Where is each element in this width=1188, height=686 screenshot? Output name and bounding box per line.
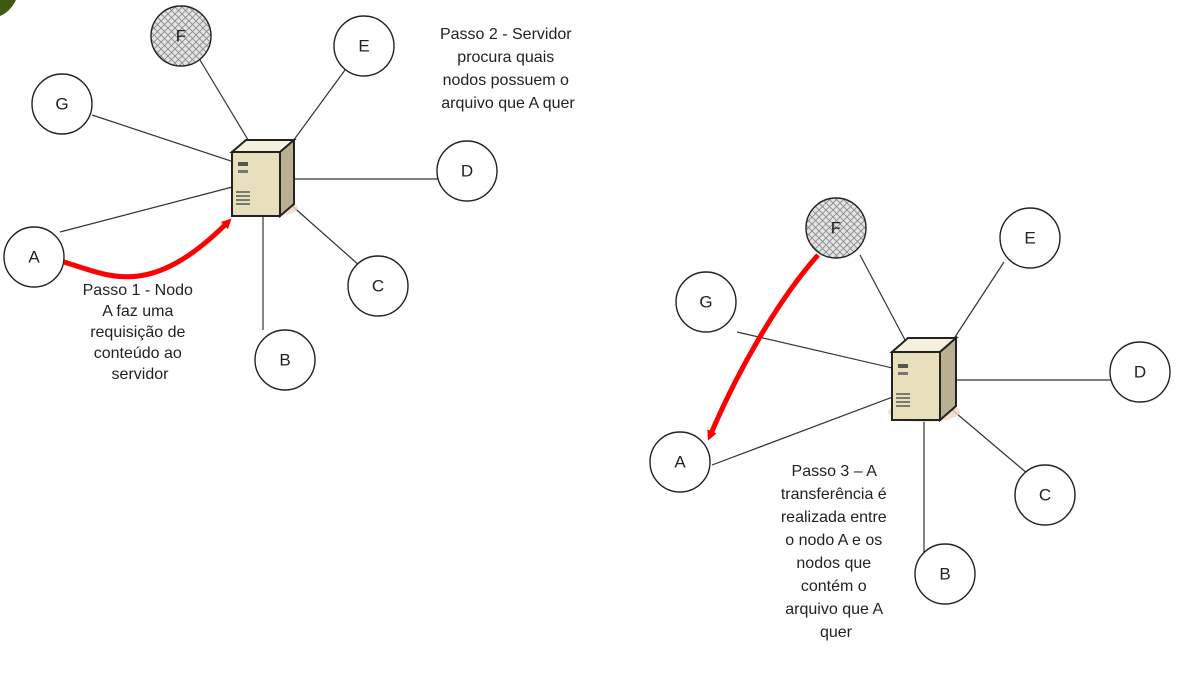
panel1-node-e: E	[333, 15, 395, 77]
panel2-node-c: C	[1014, 464, 1076, 526]
panel2-node-f: F	[805, 197, 867, 259]
node-label: D	[461, 161, 473, 180]
step-3-caption: Passo 3 – A transferência é realizada en…	[781, 463, 891, 641]
caption-line: arquivo que A quer	[441, 95, 575, 112]
panel1-node-a: A	[3, 226, 65, 288]
caption-line: Passo 3 – A	[792, 463, 878, 480]
edge-c-server	[949, 407, 1029, 475]
node-label: C	[372, 276, 384, 295]
step-2-caption: Passo 2 - Servidor procura quais nodos p…	[440, 26, 576, 112]
server-icon	[888, 335, 960, 423]
node-label: F	[831, 218, 841, 237]
panel1-node-b: B	[254, 329, 316, 391]
node-label: E	[1024, 228, 1035, 247]
caption-line: nodos que	[796, 555, 871, 572]
panel2-node-d: D	[1109, 341, 1171, 403]
panel-step-1-2: A B C D E F G Passo 1 - Nodo	[3, 5, 576, 391]
edge-g-server	[91, 114, 259, 171]
panel2-node-g: G	[675, 271, 737, 333]
transfer-arrow	[707, 253, 820, 441]
node-label: G	[699, 292, 712, 311]
edge-c-server	[289, 203, 361, 267]
caption-line: nodos possuem o	[443, 72, 569, 89]
node-label: F	[176, 26, 186, 45]
request-arrow	[63, 218, 232, 280]
caption-line: realizada entre	[781, 509, 887, 526]
node-label: E	[358, 36, 369, 55]
panel1-node-g: G	[31, 73, 93, 135]
edge-a-server	[711, 394, 899, 466]
caption-line: requisição de	[90, 324, 185, 341]
panel1-node-f: F	[150, 5, 212, 67]
caption-line: contém o	[801, 578, 867, 595]
caption-line: Passo 2 - Servidor	[440, 26, 572, 43]
node-label: D	[1134, 362, 1146, 381]
node-label: A	[28, 247, 40, 266]
node-label: B	[939, 564, 950, 583]
caption-line: conteúdo ao	[94, 345, 182, 362]
caption-line: arquivo que A	[785, 601, 883, 618]
corner-mark-icon	[0, 0, 16, 16]
server-icon	[229, 137, 298, 219]
caption-line: o nodo A e os	[785, 532, 882, 549]
node-label: B	[279, 350, 290, 369]
edge-g-server	[736, 331, 915, 374]
panel2-node-b: B	[914, 543, 976, 605]
panel2-node-e: E	[999, 207, 1061, 269]
caption-line: A faz uma	[102, 303, 173, 320]
caption-line: Passo 1 - Nodo	[83, 282, 193, 299]
caption-line: quer	[820, 624, 853, 641]
edge-a-server	[59, 184, 241, 233]
node-label: G	[55, 94, 68, 113]
caption-line: transferência é	[781, 486, 887, 503]
panel1-edges	[59, 59, 440, 330]
node-label: C	[1039, 485, 1051, 504]
panel1-node-c: C	[347, 255, 409, 317]
caption-line: servidor	[112, 366, 170, 383]
panel-step-3: A B C D E F G Passo 3 – A	[649, 197, 1171, 641]
caption-line: procura quais	[457, 49, 554, 66]
step-1-caption: Passo 1 - Nodo A faz uma requisição de c…	[83, 282, 198, 383]
panel1-node-d: D	[436, 140, 498, 202]
node-label: A	[674, 452, 686, 471]
panel2-node-a: A	[649, 431, 711, 493]
